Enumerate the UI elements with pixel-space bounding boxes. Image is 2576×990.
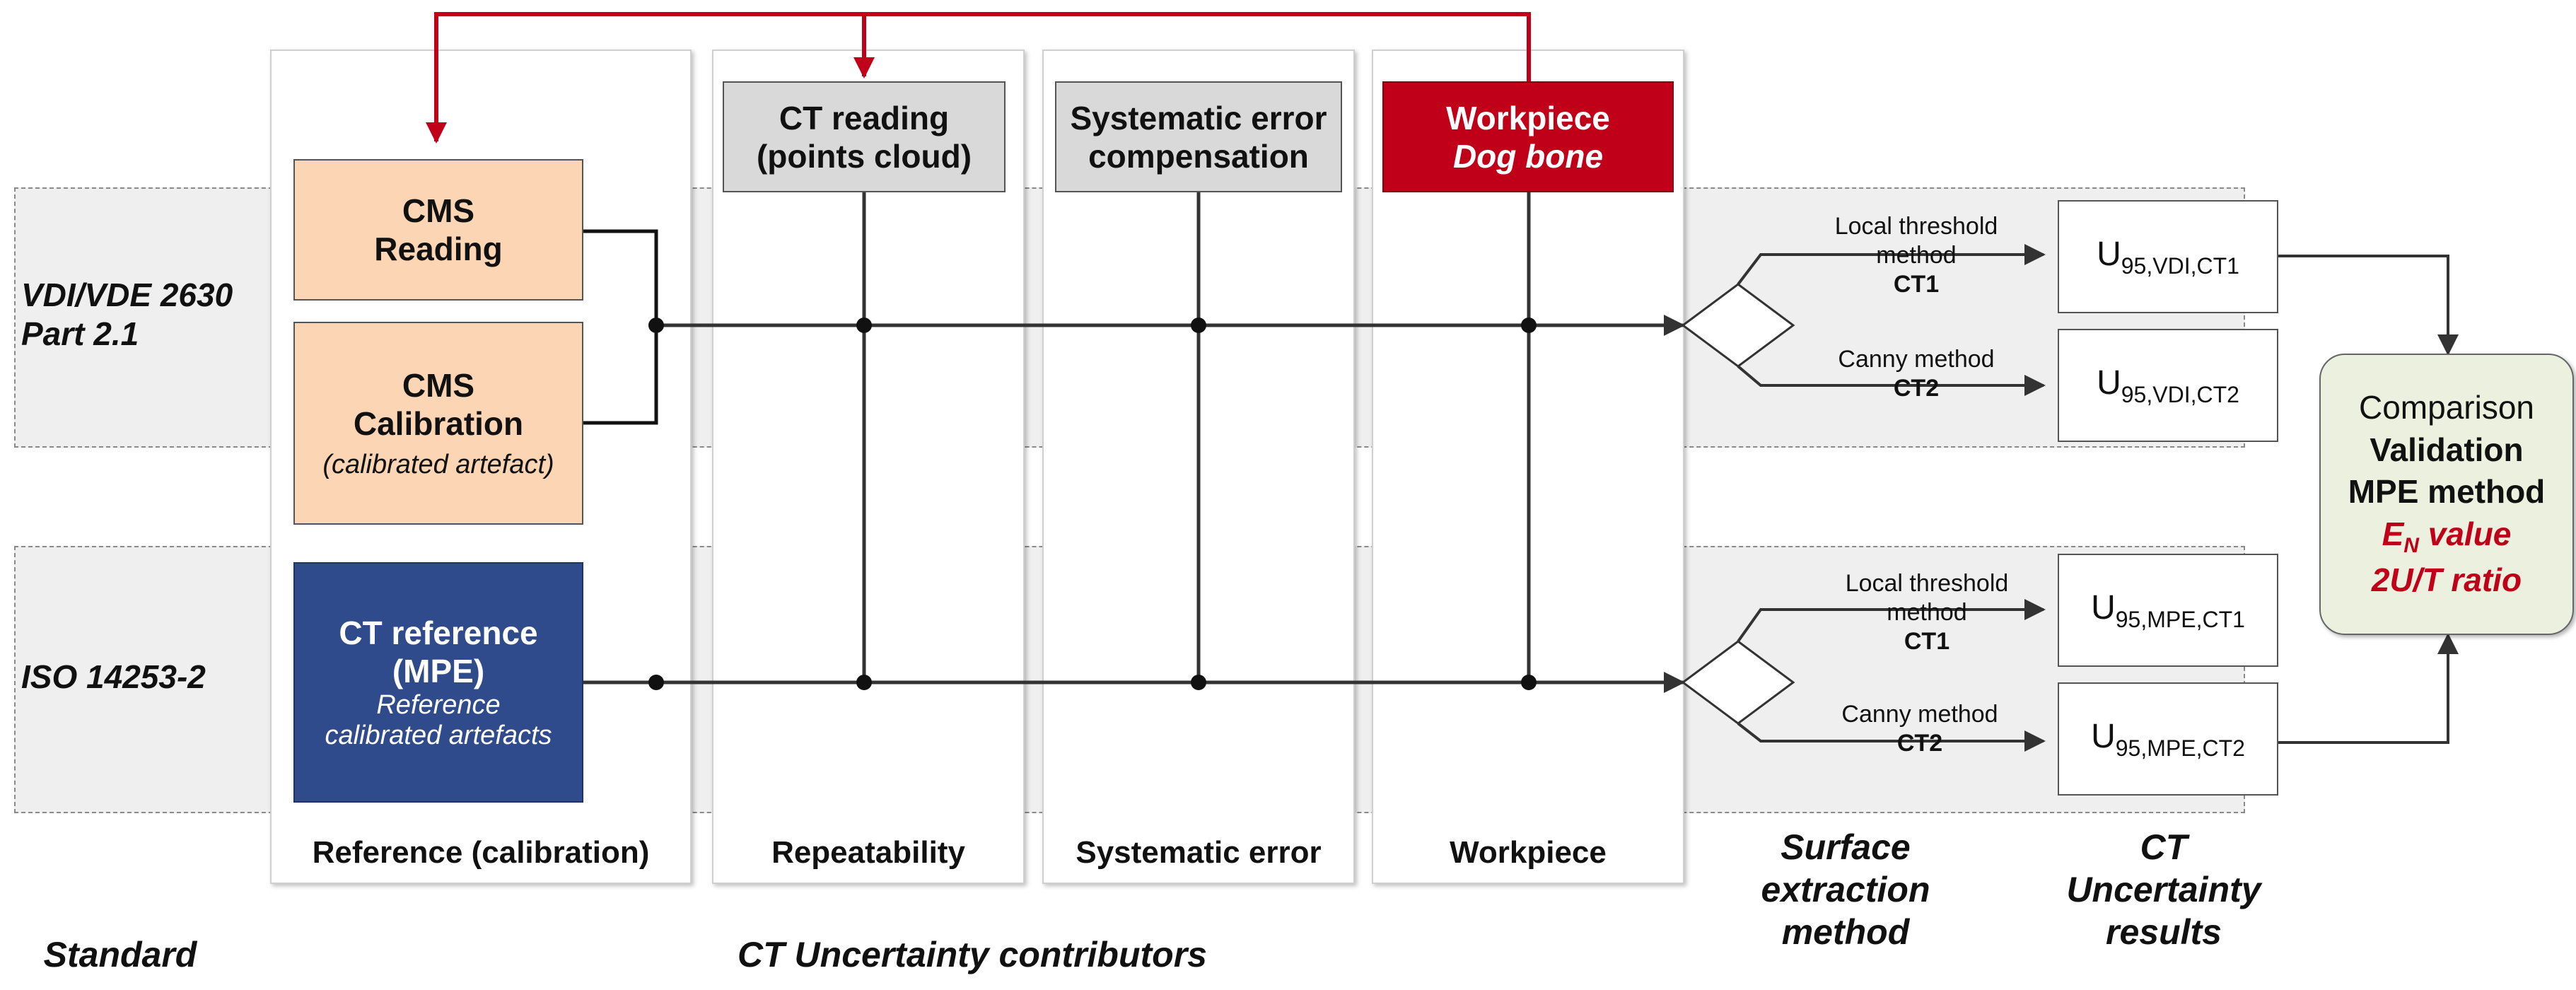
standard-vdi-line2: Part 2.1 <box>21 315 139 353</box>
method-line1: Canny method <box>1838 346 1995 373</box>
result-sub: 95,MPE,CT2 <box>2115 735 2245 761</box>
method-ct-tag: CT1 <box>1893 270 1940 298</box>
result-sub: 95,VDI,CT2 <box>2121 381 2239 407</box>
systematic-comp-box: Systematic error compensation <box>1055 81 1342 192</box>
comparison-line3: MPE method <box>2348 473 2546 511</box>
cms-calibration-note: (calibrated artefact) <box>322 450 554 479</box>
ct-reference-line4: calibrated artefacts <box>325 721 552 750</box>
ct-reading-line1: CT reading <box>779 99 950 136</box>
method-ct-tag: CT2 <box>1893 374 1940 402</box>
ct-reference-line2: (MPE) <box>392 653 485 689</box>
cms-reading-line2: Reading <box>374 231 503 267</box>
column-label-repeatability: Repeatability <box>771 835 965 870</box>
method-line1: Canny method <box>1841 701 1998 728</box>
comparison-en-value: EN value <box>2382 513 2512 559</box>
result-base: U <box>2097 363 2121 402</box>
method-ct-tag: CT1 <box>1904 627 1950 655</box>
column-label-reference: Reference (calibration) <box>312 835 650 870</box>
bottom-label-contributors: CT Uncertainty contributors <box>738 935 1207 974</box>
bottom-label-results: CT Uncertainty results <box>2036 826 2291 953</box>
comparison-ratio: 2U/T ratio <box>2371 561 2522 599</box>
result-sub: 95,VDI,CT1 <box>2121 252 2239 279</box>
method-line2: method <box>1876 241 1957 269</box>
feedback-line <box>426 12 1531 144</box>
column-label-workpiece: Workpiece <box>1450 835 1607 870</box>
comparison-box: Comparison Validation MPE method EN valu… <box>2319 354 2574 635</box>
standard-label-iso: ISO 14253-2 <box>21 658 255 697</box>
ct-reading-box: CT reading (points cloud) <box>723 81 1006 192</box>
results-line1: CT <box>2140 827 2188 867</box>
method-ct-tag: CT2 <box>1896 729 1943 757</box>
method-label-iso-ct2: Canny method CT2 <box>1793 700 2047 758</box>
bottom-label-surface: Surface extraction method <box>1711 826 1980 953</box>
decision-diamond-iso <box>1681 640 1795 725</box>
result-box-vdi-ct1: U95,VDI,CT1 <box>2058 200 2278 313</box>
ct-reference-line1: CT reference <box>339 615 538 651</box>
result-box-mpe-ct1: U95,MPE,CT1 <box>2058 554 2278 667</box>
result-base: U <box>2091 588 2116 627</box>
comparison-line2: Validation <box>2370 431 2524 468</box>
standard-label-vdi: VDI/VDE 2630 Part 2.1 <box>21 276 255 354</box>
surface-line3: method <box>1781 912 1910 952</box>
result-sub: 95,MPE,CT1 <box>2115 606 2245 632</box>
method-label-vdi-ct2: Canny method CT2 <box>1789 345 2044 403</box>
cms-calibration-box: CMS Calibration (calibrated artefact) <box>293 322 583 525</box>
ct-reference-line3: Reference <box>376 690 501 720</box>
systematic-comp-line1: Systematic error <box>1070 99 1327 136</box>
result-box-vdi-ct2: U95,VDI,CT2 <box>2058 329 2278 442</box>
en-sub: N <box>2403 534 2419 558</box>
decision-diamond-vdi <box>1681 283 1795 368</box>
result-box-mpe-ct2: U95,MPE,CT2 <box>2058 682 2278 796</box>
ct-reading-line2: (points cloud) <box>756 137 972 175</box>
cms-reading-line1: CMS <box>402 192 475 229</box>
standard-vdi-line1: VDI/VDE 2630 <box>21 276 233 313</box>
method-line1: Local threshold <box>1834 213 1998 240</box>
workpiece-box: Workpiece Dog bone <box>1382 81 1674 192</box>
method-label-vdi-ct1: Local threshold method CT1 <box>1789 212 2044 298</box>
ct-reference-box: CT reference (MPE) Reference calibrated … <box>293 562 583 803</box>
workpiece-line2: Dog bone <box>1452 137 1604 175</box>
results-line3: results <box>2106 912 2222 952</box>
results-line2: Uncertainty <box>2066 870 2261 909</box>
method-label-iso-ct1: Local threshold method CT1 <box>1800 569 2054 656</box>
systematic-comp-line2: compensation <box>1088 137 1309 175</box>
result-base: U <box>2097 235 2121 273</box>
method-line2: method <box>1887 598 1967 626</box>
workpiece-line1: Workpiece <box>1446 99 1610 136</box>
standard-iso: ISO 14253-2 <box>21 658 206 695</box>
cms-calibration-line1: CMS <box>402 367 475 404</box>
surface-line1: Surface <box>1781 827 1911 867</box>
surface-line2: extraction <box>1761 870 1930 909</box>
en-base: E <box>2382 516 2404 553</box>
method-line1: Local threshold <box>1845 570 2009 597</box>
bottom-label-standard: Standard <box>43 935 197 974</box>
cms-calibration-line2: Calibration <box>353 405 524 442</box>
en-rest: value <box>2418 516 2512 553</box>
result-base: U <box>2091 717 2116 755</box>
column-label-systematic: Systematic error <box>1076 835 1322 870</box>
cms-reading-box: CMS Reading <box>293 159 583 301</box>
comparison-line1: Comparison <box>2359 388 2534 426</box>
